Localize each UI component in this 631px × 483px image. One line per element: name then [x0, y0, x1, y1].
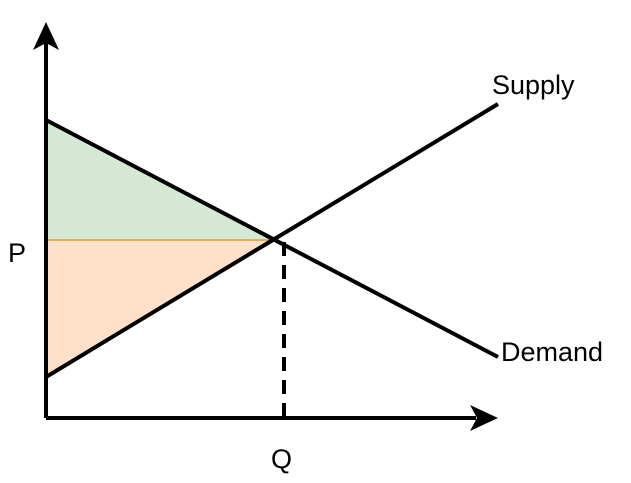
- quantity-label: Q: [271, 444, 292, 474]
- quantity-axis-arrow: [470, 405, 498, 431]
- price-label: P: [8, 238, 26, 268]
- demand-label: Demand: [501, 337, 603, 367]
- supply-curve: [44, 102, 500, 379]
- price-axis-arrow: [33, 22, 59, 50]
- supply-label: Supply: [492, 70, 575, 100]
